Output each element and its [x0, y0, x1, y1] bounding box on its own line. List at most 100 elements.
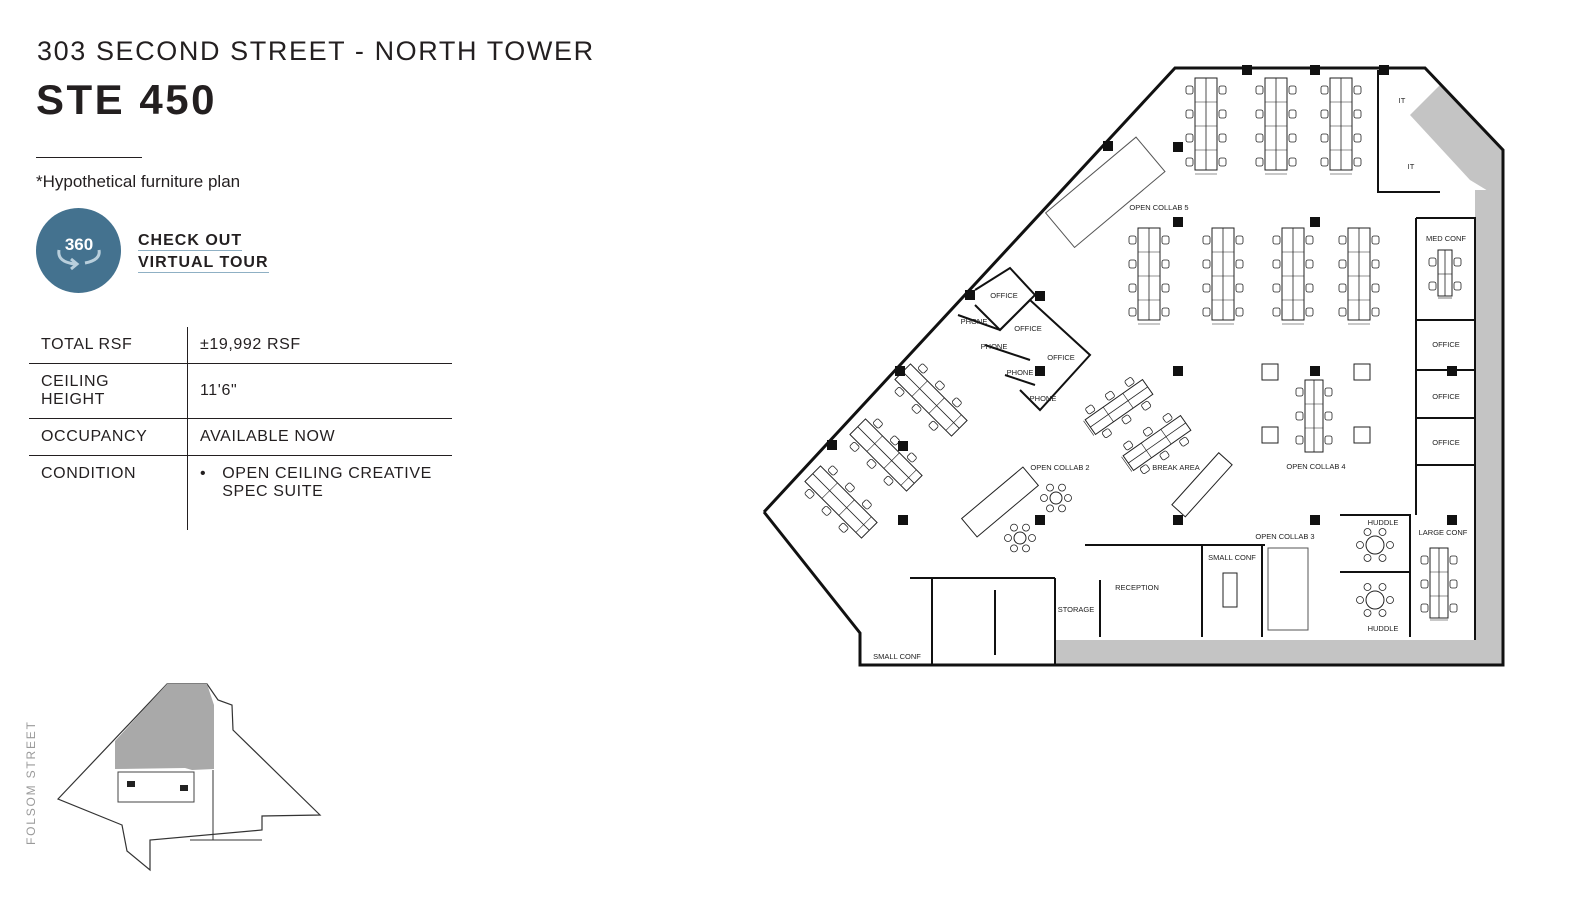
chair	[1386, 596, 1394, 604]
round-table	[1365, 535, 1385, 555]
room-label: BREAK AREA	[1152, 463, 1200, 472]
chair	[1453, 257, 1462, 267]
chair	[1202, 283, 1211, 293]
chair	[906, 452, 917, 463]
desk-divider	[857, 426, 915, 484]
spec-row: CONDITION •OPEN CEILING CREATIVE SPEC SU…	[29, 455, 452, 530]
chair	[1128, 283, 1137, 293]
column	[1310, 515, 1320, 525]
column	[1447, 366, 1457, 376]
chair	[889, 435, 900, 446]
chair	[1371, 307, 1380, 317]
chair	[1255, 109, 1264, 119]
chair	[1128, 307, 1137, 317]
chair	[1058, 483, 1066, 492]
chair	[1161, 259, 1170, 269]
column	[898, 515, 908, 525]
chair	[1255, 133, 1264, 143]
desk-divider	[1160, 429, 1172, 445]
chair	[1295, 435, 1304, 445]
chair	[1288, 133, 1297, 143]
column	[1447, 515, 1457, 525]
chair	[1288, 109, 1297, 119]
virtual-tour-360-button[interactable]: 360	[36, 208, 121, 293]
chair	[1185, 85, 1194, 95]
virtual-tour-link[interactable]: CHECK OUT VIRTUAL TOUR	[138, 231, 269, 275]
chair	[1305, 259, 1314, 269]
building-outline	[762, 66, 1505, 667]
chair	[1162, 413, 1173, 423]
chair	[1179, 436, 1190, 447]
chair	[1272, 283, 1281, 293]
column	[965, 290, 975, 300]
chair	[804, 488, 815, 499]
chair	[1449, 579, 1458, 589]
chair	[1305, 307, 1314, 317]
chair	[1235, 307, 1244, 317]
spec-row: CEILING HEIGHT 11'6"	[29, 363, 452, 419]
chair	[1449, 555, 1458, 565]
spec-row: TOTAL RSF ±19,992 RSF	[29, 327, 452, 364]
room-label: OFFICE	[990, 291, 1018, 300]
chair	[1123, 440, 1134, 451]
chair	[1010, 544, 1018, 553]
chair	[1353, 85, 1362, 95]
round-table	[1013, 531, 1027, 545]
room-label: OPEN COLLAB 2	[1030, 463, 1089, 472]
chair	[934, 380, 945, 391]
column	[898, 441, 908, 451]
chair	[1128, 235, 1137, 245]
desk-divider	[900, 469, 917, 486]
chair	[883, 475, 894, 486]
key-plan	[56, 683, 322, 872]
corridor	[1055, 85, 1503, 665]
tour-link-line1: CHECK OUT	[138, 232, 243, 251]
desk-divider	[911, 380, 928, 397]
chair	[1324, 387, 1333, 397]
suite-number: STE 450	[36, 76, 217, 123]
room-label: OPEN COLLAB 4	[1286, 462, 1345, 471]
desk-divider	[945, 414, 962, 431]
chair	[1371, 235, 1380, 245]
workstation-bench	[1128, 227, 1170, 325]
workstation-bench	[849, 418, 923, 492]
chair	[1353, 157, 1362, 167]
desk-divider	[1083, 420, 1095, 436]
workstation-bench	[1428, 249, 1462, 299]
chair	[951, 397, 962, 408]
chair	[1371, 283, 1380, 293]
chair	[1128, 259, 1137, 269]
chair	[911, 403, 922, 414]
chair	[1353, 109, 1362, 119]
cafe-table	[1261, 363, 1279, 381]
chair	[1218, 157, 1227, 167]
chair	[1101, 428, 1112, 438]
desk-divider	[812, 473, 870, 531]
bullet: •	[200, 465, 207, 482]
room-label: OPEN COLLAB 5	[1129, 203, 1188, 212]
desk-divider	[902, 371, 960, 429]
chair	[1124, 377, 1135, 387]
desk-divider	[1090, 386, 1148, 428]
room-label: IT	[1399, 96, 1406, 105]
room-label: IT	[1408, 162, 1415, 171]
spec-label: OCCUPANCY	[29, 418, 188, 456]
room-label: OFFICE	[1432, 438, 1460, 447]
chair	[1295, 387, 1304, 397]
workstations	[804, 77, 1462, 631]
column	[1173, 217, 1183, 227]
chair	[1386, 541, 1394, 549]
chair	[1305, 283, 1314, 293]
workstation-bench	[1420, 547, 1458, 621]
column	[1310, 366, 1320, 376]
room-label: SMALL CONF	[873, 652, 921, 661]
column	[895, 366, 905, 376]
workstation-bench	[1185, 77, 1227, 175]
key-plan-elevator	[127, 781, 135, 787]
chair	[1428, 257, 1437, 267]
chair	[827, 465, 838, 476]
room-label: MED CONF	[1426, 234, 1466, 243]
column	[1310, 217, 1320, 227]
chair	[1161, 283, 1170, 293]
spec-label: CEILING HEIGHT	[29, 363, 188, 419]
